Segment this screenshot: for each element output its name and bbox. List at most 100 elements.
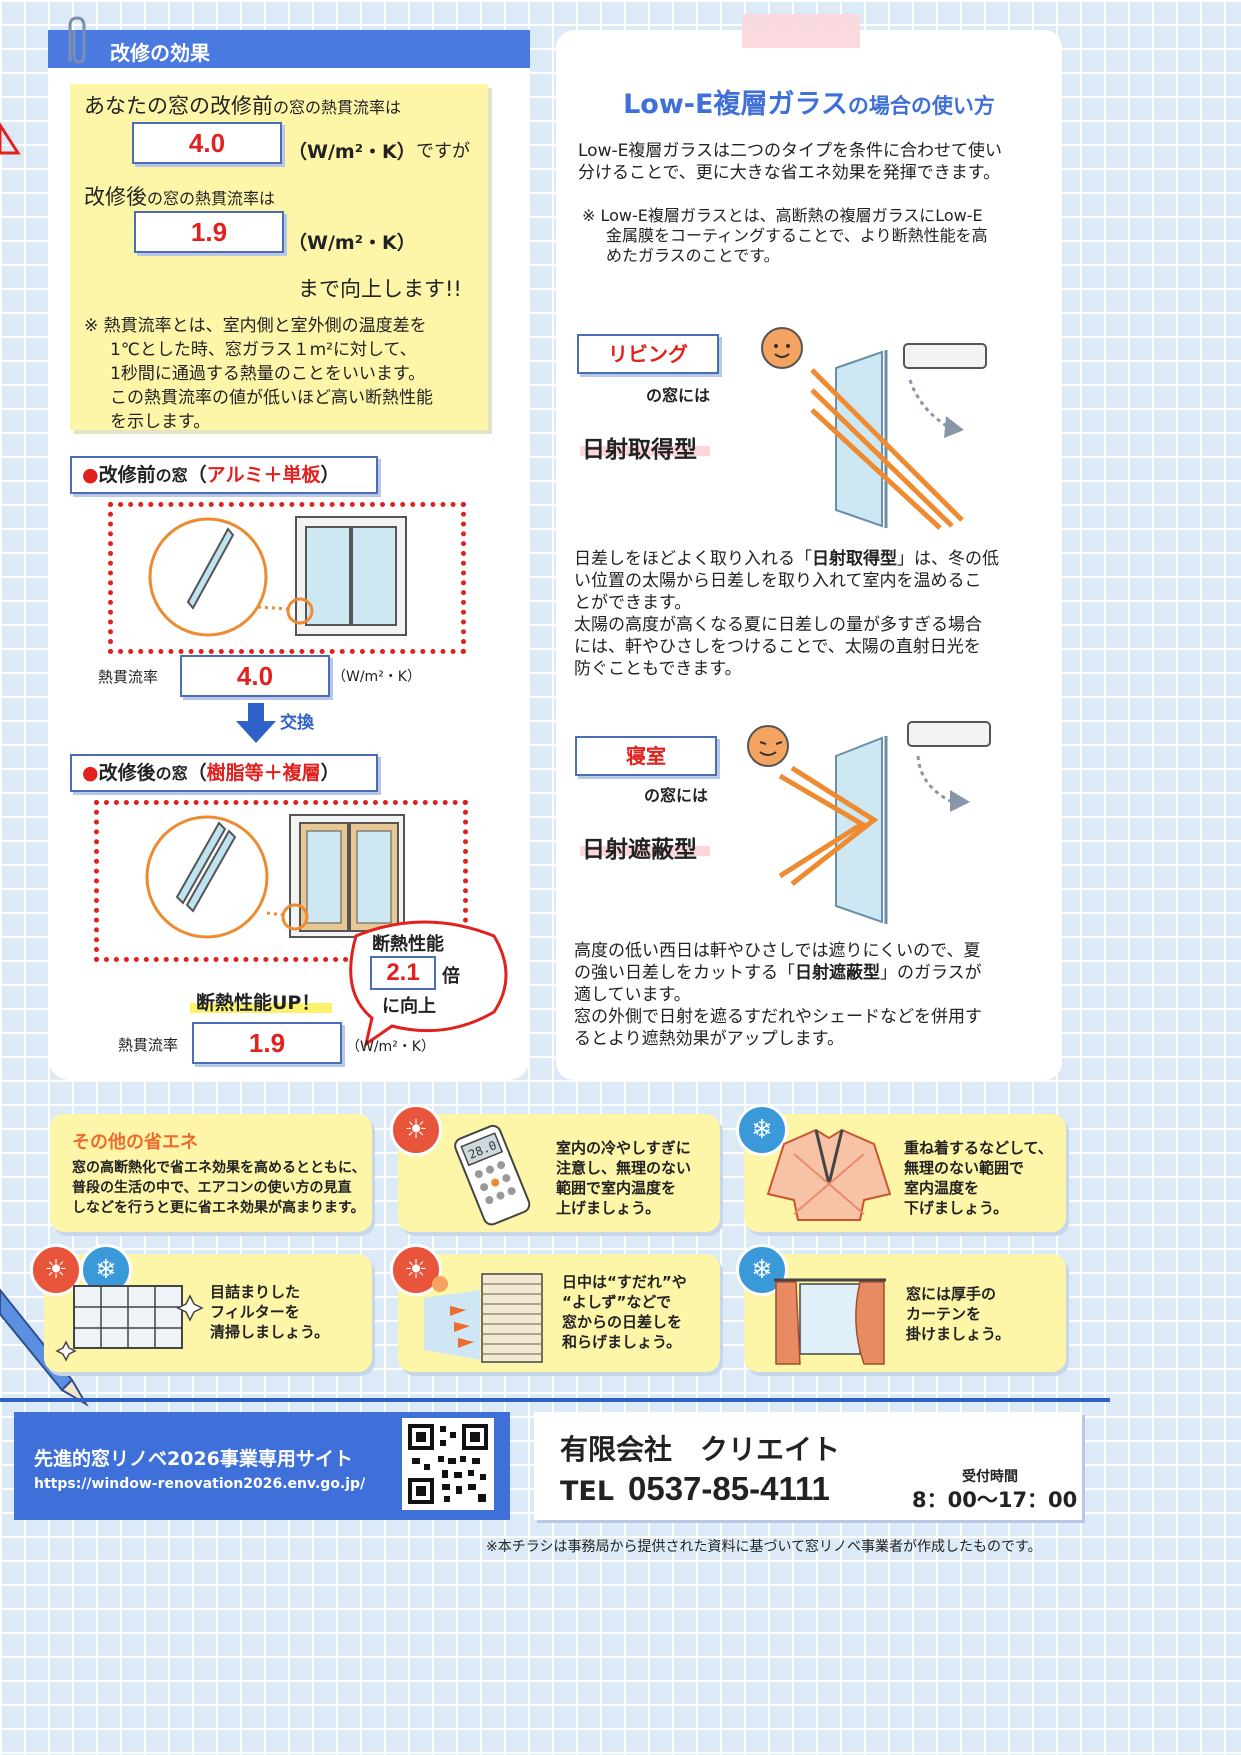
red-dot-icon: ● (82, 464, 99, 486)
after-intro-small: の窓の熱貫流率は (147, 189, 276, 208)
bedroom-text-line: るとより遮熱効果がアップします。 (574, 1029, 844, 1049)
bubble-line3: に向上 (382, 996, 436, 1017)
tip-other-line: 普段の生活の中で、エアコンの使い方の見直 (72, 1180, 352, 1196)
red-dot-icon: ● (82, 762, 99, 784)
hours-label: 受付時間 (962, 1469, 1018, 1485)
tip-clothes-line: 下げましょう。 (904, 1199, 1009, 1217)
before-title-red: アルミ＋単板 (206, 464, 321, 486)
before-title-b: の窓 (155, 466, 188, 485)
after-window-title: ●改修後の窓（樹脂等＋複層） (70, 754, 378, 792)
footer-site-url[interactable]: https://window-renovation2026.env.go.jp/ (34, 1476, 366, 1492)
right-title-blue: Low-E複層ガラス (623, 89, 848, 120)
living-text-line: い位置の太陽から日差しを取り入れて室内を温めるこ (574, 571, 982, 591)
after-title-a: 改修後 (98, 762, 156, 784)
after-rate-label: 熱貫流率 (118, 1036, 179, 1054)
before-title-paren-close: ） (320, 464, 340, 486)
bedroom-type: 日射遮蔽型 (582, 837, 697, 863)
section-header (48, 30, 530, 68)
living-text-line: とができます。 (574, 593, 692, 613)
living-type: 日射取得型 (582, 437, 697, 463)
filter-icon (55, 1285, 204, 1362)
bubble-bai: 倍 (442, 966, 460, 987)
bedroom-text-line: 適しています。 (574, 985, 691, 1005)
bedroom-suffix: の窓には (644, 786, 709, 805)
tip-sudare-text: 日中は“すだれ”や “よしず”などで 窓からの日差しを 和らげましょう。 (562, 1272, 687, 1352)
after-rate-value: 1.9 (192, 1022, 342, 1064)
living-suffix: の窓には (646, 386, 711, 405)
u-value-note: ※ 熱貫流率とは、室内側と室外側の温度差を 1℃とした時、窓ガラス１m²に対して… (84, 314, 484, 434)
tel-label: TEL (560, 1476, 615, 1507)
section-header-title: 改修の効果 (110, 41, 210, 65)
sun-badge-icon: ☀ (390, 1104, 442, 1156)
paperclip-icon (68, 16, 86, 64)
tape-decoration (742, 14, 860, 48)
tip-sudare-line: 和らげましょう。 (562, 1333, 682, 1351)
before-intro-big: あなたの窓の改修前 (84, 94, 273, 118)
footer-divider (0, 1398, 1110, 1402)
right-card (556, 30, 1062, 1080)
after-unit: （W/m²・K） (288, 232, 416, 254)
before-rate-label: 熱貫流率 (98, 668, 159, 686)
tip-aircon-line: 範囲で室内温度を (556, 1179, 677, 1197)
tip-curtain-line: 窓には厚手の (906, 1285, 997, 1303)
right-title: Low-E複層ガラスの場合の使い方 (556, 82, 1062, 121)
bedroom-glass-illustration (747, 721, 991, 924)
after-intro-big: 改修後 (84, 185, 147, 209)
tip-sudare-line: “よしず”などで (562, 1293, 672, 1311)
sudare-icon (424, 1273, 543, 1363)
tip-aircon-text: 室内の冷やしすぎに 注意し、無理のない 範囲で室内温度を 上げましょう。 (556, 1138, 691, 1218)
bubble-line1: 断熱性能 (372, 934, 444, 955)
bedroom-text-line: 高度の低い西日は軒やひさしでは遮りにくいので、夏 (574, 941, 981, 961)
disclaimer: ※本チラシは事務局から提供された資料に基づいて窓リノベ事業者が作成したものです。 (486, 1539, 1042, 1555)
tip-curtain-line: 掛けましょう。 (906, 1325, 1011, 1343)
right-intro-line: 分けることで、更に大きな省エネ効果を発揮できます。 (578, 163, 1001, 183)
bedroom-text-b: 日射遮蔽型 (795, 963, 880, 983)
after-window-frame (94, 800, 468, 962)
desuga-text: ですが (416, 141, 470, 162)
living-text: 日差しをほどよく取り入れる「日射取得型」は、冬の低 い位置の太陽から日差しを取り… (574, 548, 1044, 680)
footer-company-panel (534, 1412, 1082, 1520)
right-note-line: ※ Low-E複層ガラスとは、高断熱の複層ガラスにLow-E (582, 206, 983, 225)
after-title-paren-close: ） (320, 762, 340, 784)
bedroom-text-a: の強い日差しをカットする「 (574, 963, 795, 983)
right-title-rest: の場合の使い方 (847, 94, 995, 118)
before-intro: あなたの窓の改修前の窓の熱貫流率は (84, 90, 401, 120)
tip-aircon-line: 室内の冷やしすぎに (556, 1139, 691, 1157)
before-value-box: 4.0 (132, 122, 282, 164)
right-note: ※ Low-E複層ガラスとは、高断熱の複層ガラスにLow-E 金属膜をコーティン… (582, 206, 988, 266)
bedroom-type-marker (580, 846, 710, 856)
living-glass-illustration (761, 327, 987, 530)
u-value-note-line: 1秒間に通過する熱量のことをいいます。 (110, 364, 426, 384)
tip-other-line: 窓の高断熱化で省エネ効果を高めるとともに、 (72, 1160, 366, 1176)
company-name: 有限会社 クリエイト (560, 1433, 841, 1466)
living-text-line: 太陽の高度が高くなる夏に日差しの量が多すぎる場合 (574, 615, 982, 635)
qr-code-icon[interactable] (402, 1418, 494, 1510)
tip-curtain-line: カーテンを (906, 1305, 982, 1323)
before-window-frame (108, 502, 466, 654)
u-value-note-line: ※ 熱貫流率とは、室内側と室外側の温度差を (84, 316, 427, 336)
tip-clothes-line: 室内温度を (904, 1179, 980, 1197)
before-title-a: 改修前 (98, 464, 156, 486)
right-note-line: 金属膜をコーティングすることで、より断熱性能を高 (606, 226, 988, 245)
snowflake-badge-icon: ❄ (736, 1104, 788, 1156)
before-window-title: ●改修前の窓（アルミ＋単板） (70, 456, 378, 494)
insulation-up-label: 断熱性能UP！ (196, 992, 321, 1014)
tel-number[interactable]: 0537-85-4111 (628, 1470, 830, 1507)
hours-value: 8：00～17：00 (912, 1488, 1078, 1512)
bedroom-text-c: 」のガラスが (880, 963, 982, 983)
tip-other-line: しなどを行うと更に省エネ効果が高まります。 (72, 1200, 365, 1216)
after-value-box: 1.9 (134, 211, 284, 253)
curtain-icon (774, 1278, 886, 1365)
living-text-b: 日射取得型 (812, 549, 897, 569)
bedroom-label: 寝室 (575, 736, 717, 776)
right-note-line: めたガラスのことです。 (606, 246, 780, 265)
after-intro: 改修後の窓の熱貫流率は (84, 181, 275, 211)
after-title-paren-open: （ (187, 762, 207, 784)
footer-site-title: 先進的窓リノベ2026事業専用サイト (34, 1448, 353, 1470)
tip-clothes-line: 無理のない範囲で (904, 1159, 1025, 1177)
improve-text: まで向上します!! (298, 277, 462, 301)
jacket-icon (766, 1128, 892, 1221)
u-value-note-line: 1℃とした時、窓ガラス１m²に対して、 (110, 340, 417, 360)
before-window-illustration (148, 516, 407, 637)
exchange-label: 交換 (280, 713, 314, 733)
